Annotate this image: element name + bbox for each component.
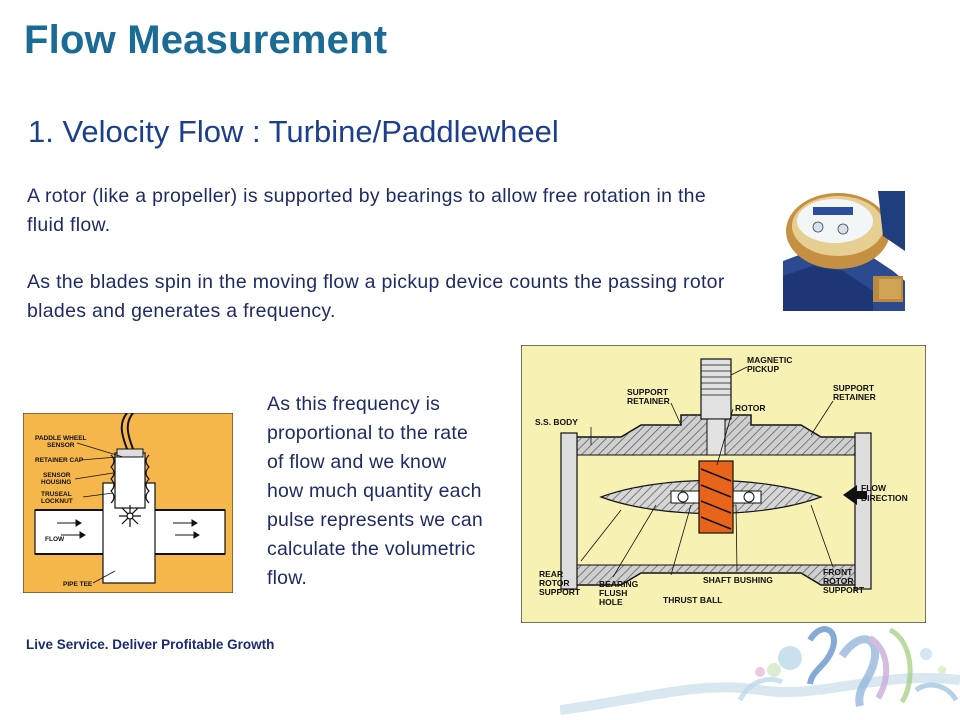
paragraph-blades: As the blades spin in the moving flow a … <box>27 271 725 322</box>
label-truseal-locknut-2: LOCKNUT <box>41 498 73 505</box>
label-magnetic-pickup-2: PICKUP <box>747 364 779 374</box>
label-flow-direction-1: FLOW <box>861 483 887 493</box>
label-support-retainer-right-2: RETAINER <box>833 392 876 402</box>
label-flow-direction-2: DIRECTION <box>861 493 908 503</box>
label-rear-rotor-support-1: REAR <box>539 569 563 579</box>
water-meter-image <box>783 191 905 311</box>
footer-decoration-graphic <box>560 626 960 715</box>
label-shaft-bushing: SHAFT BUSHING <box>703 575 773 585</box>
label-front-rotor-support-2: ROTOR <box>823 576 854 586</box>
label-ss-body: S.S. BODY <box>535 417 578 427</box>
label-magnetic-pickup-1: MAGNETIC <box>747 355 792 365</box>
label-rotor: ROTOR <box>735 403 766 413</box>
label-thrust-ball: THRUST BALL <box>663 595 723 605</box>
label-pipe-tee: PIPE TEE <box>63 581 93 588</box>
label-bearing-flush-hole-1: BEARING <box>599 579 639 589</box>
label-front-rotor-support-1: FRONT <box>823 567 853 577</box>
label-rear-rotor-support-2: ROTOR <box>539 578 570 588</box>
label-paddle-wheel-sensor-2: SENSOR <box>47 442 75 449</box>
label-support-retainer-right-1: SUPPORT <box>833 383 875 393</box>
label-rear-rotor-support-3: SUPPORT <box>539 587 581 597</box>
label-flow: FLOW <box>45 536 65 543</box>
label-bearing-flush-hole-3: HOLE <box>599 597 623 607</box>
label-truseal-locknut-1: TRUSEAL <box>41 491 72 498</box>
label-retainer-cap: RETAINER CAP <box>35 457 84 464</box>
turbine-flowmeter-diagram: MAGNETIC PICKUP SUPPORT RETAINER ROTOR S… <box>521 345 926 623</box>
label-paddle-wheel-sensor-1: PADDLE WHEEL <box>35 435 87 442</box>
label-front-rotor-support-3: SUPPORT <box>823 585 865 595</box>
slide-title: Flow Measurement <box>24 18 388 62</box>
label-bearing-flush-hole-2: FLUSH <box>599 588 627 598</box>
label-sensor-housing-2: HOUSING <box>41 479 71 486</box>
paragraph-frequency: As this frequency is proportional to the… <box>267 393 483 589</box>
label-support-retainer-left-1: SUPPORT <box>627 387 669 397</box>
label-sensor-housing-1: SENSOR <box>43 472 71 479</box>
slide-subtitle: 1. Velocity Flow : Turbine/Paddlewheel <box>28 114 559 149</box>
paragraph-rotor: A rotor (like a propeller) is supported … <box>27 185 706 236</box>
footer-tagline: Live Service. Deliver Profitable Growth <box>26 637 275 652</box>
label-support-retainer-left-2: RETAINER <box>627 396 670 406</box>
paddlewheel-sensor-diagram: PADDLE WHEEL SENSOR RETAINER CAP SENSOR … <box>23 413 233 593</box>
